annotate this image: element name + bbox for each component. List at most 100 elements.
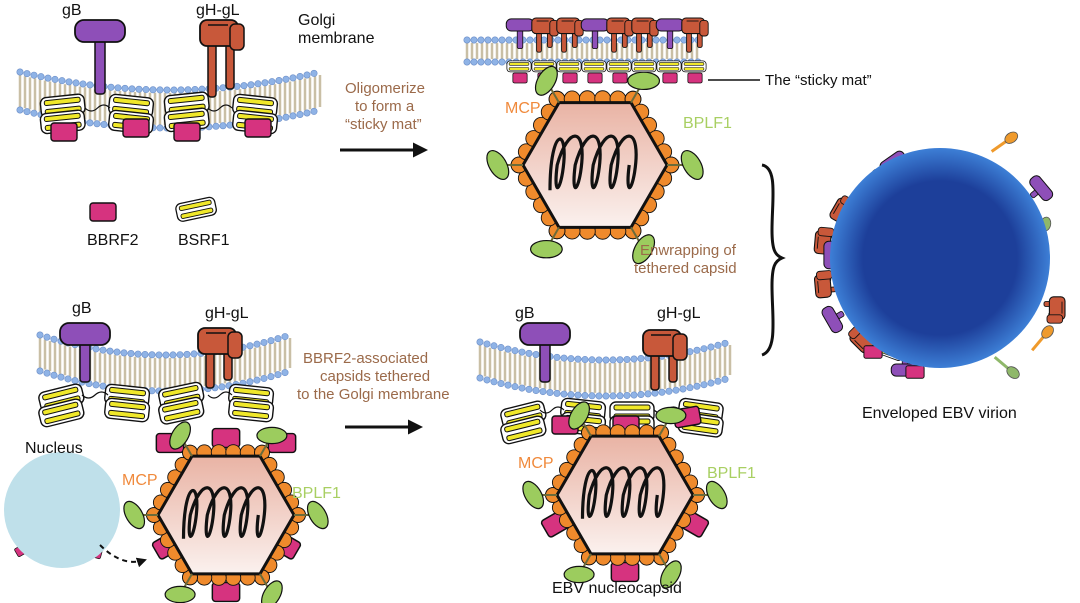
lipid-head xyxy=(296,72,304,80)
bsrf1-protein xyxy=(175,196,217,222)
lipid-head xyxy=(554,36,562,44)
bsrf1-protein xyxy=(581,60,607,73)
lipid-head xyxy=(86,81,94,89)
lipid-head xyxy=(163,86,171,94)
lipid-head xyxy=(623,355,631,363)
gb-glycoprotein xyxy=(1029,175,1054,202)
lipid-head xyxy=(630,355,638,363)
lipid-head xyxy=(609,392,617,400)
ghgl-glycoprotein xyxy=(631,17,659,53)
lipid-head xyxy=(477,36,485,44)
lipid-head xyxy=(574,355,582,363)
bbrf2-protein xyxy=(662,72,678,84)
lipid-head xyxy=(679,385,687,393)
lipid-head xyxy=(99,382,107,390)
lipid-head xyxy=(296,110,304,118)
lipid-head xyxy=(218,383,226,391)
export-dashed-arrow xyxy=(99,544,147,568)
lipid-head xyxy=(240,82,248,90)
lipid-head xyxy=(219,84,227,92)
lipid-head xyxy=(574,391,582,399)
lipid-head xyxy=(114,84,122,92)
curly-brace xyxy=(761,163,786,357)
lipid-head xyxy=(665,387,673,395)
lipid-head xyxy=(156,124,164,132)
bbrf2-protein xyxy=(173,122,201,142)
capsid-sticky-mat xyxy=(486,65,704,265)
lipid-head xyxy=(525,385,533,393)
lipid-head xyxy=(693,382,701,390)
bplf1-protein xyxy=(568,401,590,430)
bplf1-protein xyxy=(522,480,545,510)
lipid-head xyxy=(253,376,261,384)
lipid-head xyxy=(490,342,498,350)
lipid-head xyxy=(107,83,115,91)
ghgl-glycoprotein xyxy=(681,17,709,53)
lipid-head xyxy=(50,335,58,343)
lipid-head xyxy=(23,70,31,78)
lipid-head xyxy=(623,391,631,399)
bsrf1-protein xyxy=(631,60,657,73)
bbrf2-protein xyxy=(587,72,603,84)
bbrf2-protein xyxy=(610,561,640,583)
lipid-head xyxy=(567,391,575,399)
lipid-head xyxy=(595,392,603,400)
lipid-head xyxy=(567,355,575,363)
lipid-head xyxy=(128,85,136,93)
lipid-head xyxy=(504,345,512,353)
lipid-head xyxy=(177,86,185,94)
lipid-head xyxy=(274,335,282,343)
lipid-head xyxy=(673,36,681,44)
lipid-head xyxy=(281,369,289,377)
lipid-head xyxy=(553,389,561,397)
ghgl-glycoprotein xyxy=(606,17,634,53)
bbrf2-protein xyxy=(612,72,628,84)
sticky-mat-label: The “sticky mat” xyxy=(765,72,872,89)
lipid-head xyxy=(602,392,610,400)
step1-text-2: to form a xyxy=(355,98,415,115)
lipid-head xyxy=(303,109,311,117)
envelope-glycoprotein xyxy=(990,131,1019,153)
lipid-head xyxy=(560,390,568,398)
bbrf2-protein xyxy=(89,202,117,222)
mcp-label-bl: MCP xyxy=(122,472,158,489)
lipid-head xyxy=(497,380,505,388)
bsrf1-protein xyxy=(104,397,151,423)
lipid-head xyxy=(582,36,590,44)
lipid-head xyxy=(191,86,199,94)
lipid-head xyxy=(693,346,701,354)
legend-bbrf2-label: BBRF2 xyxy=(87,232,139,249)
lipid-head xyxy=(86,119,94,127)
lipid-head xyxy=(253,340,261,348)
lipid-head xyxy=(532,351,540,359)
tether-linker xyxy=(539,406,565,414)
gb-glycoprotein xyxy=(580,18,610,50)
mcp-label-top: MCP xyxy=(505,100,541,117)
lipid-head xyxy=(652,36,660,44)
step1-text-1: Oligomerize xyxy=(345,80,426,97)
lipid-head xyxy=(714,341,722,349)
lipid-head xyxy=(50,371,58,379)
lipid-head xyxy=(686,348,694,356)
lipid-head xyxy=(44,74,52,82)
lipid-head xyxy=(714,377,722,385)
bbrf2-protein xyxy=(211,581,241,603)
lipid-head xyxy=(491,36,499,44)
lipid-head xyxy=(490,378,498,386)
lipid-head xyxy=(58,77,66,85)
ghgl-glycoprotein xyxy=(531,17,559,53)
lipid-head xyxy=(282,75,290,83)
lipid-head xyxy=(36,367,44,375)
lipid-head xyxy=(156,86,164,94)
lipid-head xyxy=(470,58,478,66)
lipid-head xyxy=(92,381,100,389)
lipid-head xyxy=(553,353,561,361)
lipid-head xyxy=(560,354,568,362)
bsrf1-protein xyxy=(39,93,86,119)
bplf1-protein xyxy=(705,480,728,510)
bplf1-protein xyxy=(306,500,329,530)
lipid-head xyxy=(658,388,666,396)
lipid-head xyxy=(310,69,318,77)
lipid-head xyxy=(581,392,589,400)
